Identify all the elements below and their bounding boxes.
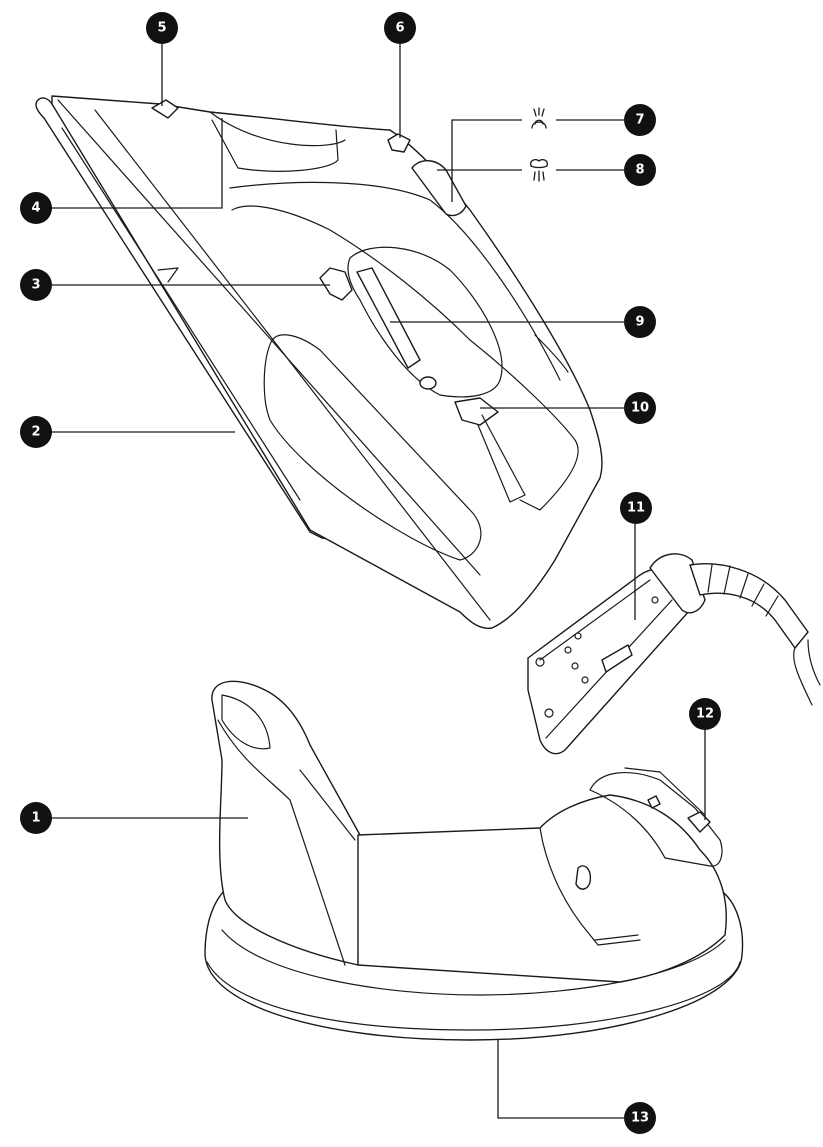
svg-text:4: 4	[31, 201, 40, 216]
callout-11: 11	[620, 492, 652, 524]
base-tower	[211, 680, 361, 966]
callout-3: 3	[20, 269, 52, 301]
callout-7: 7	[624, 104, 656, 136]
svg-text:2: 2	[31, 425, 40, 440]
svg-text:8: 8	[635, 163, 644, 178]
svg-text:5: 5	[157, 21, 166, 36]
svg-text:9: 9	[635, 315, 644, 330]
svg-text:11: 11	[627, 501, 645, 516]
callout-8: 8	[624, 154, 656, 186]
svg-text:6: 6	[395, 21, 404, 36]
callout-2: 2	[20, 416, 52, 448]
svg-text:10: 10	[631, 401, 649, 416]
iron-housing	[51, 95, 603, 629]
svg-text:7: 7	[635, 113, 644, 128]
callout-12: 12	[689, 698, 721, 730]
iron-body	[35, 95, 603, 629]
callout-13: 13	[624, 1102, 656, 1134]
svg-text:12: 12	[696, 707, 714, 722]
cord-sleeve	[689, 563, 809, 649]
svg-text:13: 13	[631, 1111, 649, 1126]
spray-icon	[531, 107, 547, 129]
callout-1: 1	[20, 802, 52, 834]
base-cradle	[357, 794, 727, 983]
callout-6: 6	[384, 12, 416, 44]
base-station	[204, 680, 744, 1041]
callout-9: 9	[624, 306, 656, 338]
steam-burst-icon	[530, 159, 548, 182]
callout-10: 10	[624, 392, 656, 424]
leader-lines	[52, 44, 706, 1119]
callout-4: 4	[20, 192, 52, 224]
cord-module	[527, 553, 821, 755]
svg-text:3: 3	[31, 278, 40, 293]
svg-text:1: 1	[31, 811, 40, 826]
callout-5: 5	[146, 12, 178, 44]
